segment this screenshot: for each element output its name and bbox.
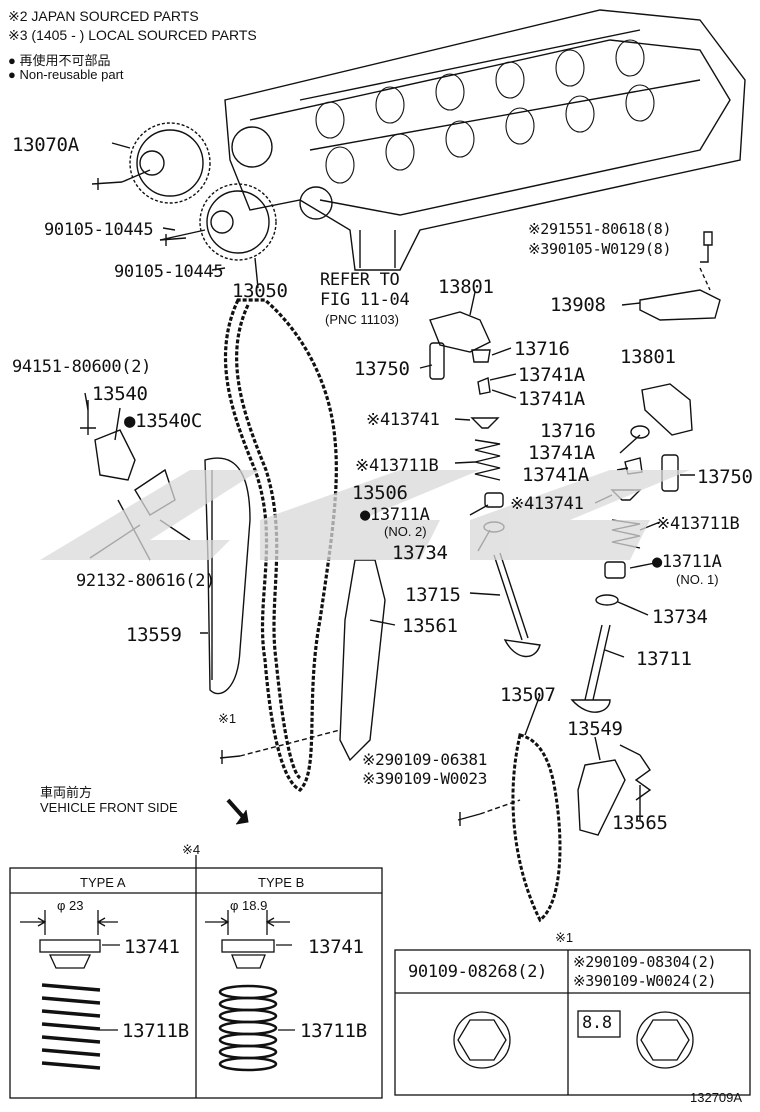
type-b-diameter: φ 18.9 <box>230 898 268 913</box>
type-b-dimension <box>205 910 290 935</box>
valve-13715 <box>493 552 541 658</box>
part-13050[interactable]: 13050 <box>232 280 288 302</box>
part-13540c[interactable]: ●13540C <box>124 410 202 432</box>
part-13711a-a[interactable]: ●13711A <box>360 505 430 525</box>
part-13741-a[interactable]: ※413741 <box>366 410 440 430</box>
star4-table: ※4 <box>182 842 201 857</box>
part-94151-80600[interactable]: 94151-80600(2) <box>12 357 152 377</box>
part-13507[interactable]: 13507 <box>500 684 556 706</box>
bolt-head-marked-icon <box>636 1011 694 1069</box>
part-13715[interactable]: 13715 <box>405 584 461 606</box>
part-13734-a[interactable]: 13734 <box>392 542 448 564</box>
refer-line-2[interactable]: FIG 11-04 <box>320 290 410 310</box>
part-13711b-b[interactable]: ※413711B <box>656 514 740 534</box>
part-13750-a[interactable]: 13750 <box>354 358 410 380</box>
bolt-90109-08268[interactable]: 90109-08268(2) <box>408 962 548 982</box>
timing-chain-13507 <box>511 733 562 923</box>
cam-timing-gear-13050 <box>199 183 277 261</box>
bracket-13908 <box>639 289 721 321</box>
washer-13734b <box>595 594 619 606</box>
chain-slipper-13561 <box>339 559 386 762</box>
watermark-logo <box>40 470 690 560</box>
type-a-part-13741[interactable]: 13741 <box>124 936 180 958</box>
seal-13711Ab <box>604 561 626 579</box>
bolt-head-plain-icon <box>453 1011 511 1069</box>
part-13716-b[interactable]: 13716 <box>540 420 596 442</box>
type-a-header: TYPE A <box>80 875 126 890</box>
part-13801-a[interactable]: 13801 <box>438 276 494 298</box>
valve-13711 <box>570 624 611 713</box>
part-13741a-b[interactable]: 13741A <box>518 388 585 410</box>
bolt-grade-label: 8.8 <box>582 1013 612 1033</box>
refer-line-3: (PNC 11103) <box>325 312 399 327</box>
vehicle-front-en: VEHICLE FRONT SIDE <box>40 800 178 815</box>
valve-stem-cap-13716b <box>630 425 650 439</box>
part-13801-b[interactable]: 13801 <box>620 346 676 368</box>
valve-stem-cap-13716a <box>471 349 491 363</box>
part-90105-w0129[interactable]: ※390105-W0129(8) <box>528 240 672 258</box>
type-b-part-13741[interactable]: 13741 <box>308 936 364 958</box>
label-no2: (NO. 2) <box>384 524 427 539</box>
part-13540[interactable]: 13540 <box>92 383 148 405</box>
note-japan-sourced: ※2 JAPAN SOURCED PARTS <box>8 8 199 24</box>
part-90105-10445-a[interactable]: 90105-10445 <box>44 220 154 240</box>
star1-table: ※1 <box>555 930 574 945</box>
cylinder-head-drawing <box>224 9 746 271</box>
type-a-part-13711b[interactable]: 13711B <box>122 1020 189 1042</box>
part-13750-b[interactable]: 13750 <box>697 466 753 488</box>
part-13741-b[interactable]: ※413741 <box>510 494 584 514</box>
part-13565[interactable]: 13565 <box>612 812 668 834</box>
bolt-90109-08304[interactable]: ※290109-08304(2) <box>573 953 717 971</box>
type-b-spring <box>218 984 278 1072</box>
part-13741a-a[interactable]: 13741A <box>518 364 585 386</box>
front-arrow-icon <box>226 798 246 820</box>
star1-upper: ※1 <box>218 711 237 726</box>
seal-13711Aa <box>484 492 504 508</box>
type-b-part-13711b[interactable]: 13711B <box>300 1020 367 1042</box>
tension-spring-13565 <box>634 754 652 801</box>
type-a-dimension <box>20 910 118 935</box>
part-13741a-c[interactable]: 13741A <box>528 442 595 464</box>
part-91551-80618[interactable]: ※291551-80618(8) <box>528 220 672 238</box>
part-13070a[interactable]: 13070A <box>12 134 79 156</box>
cam-timing-gear-13070a <box>129 122 211 204</box>
retainer-13741a <box>470 417 500 429</box>
part-90109-w0023[interactable]: ※390109-W0023 <box>362 769 488 788</box>
type-a-retainer <box>39 939 101 953</box>
spring-13711Ba <box>474 439 501 481</box>
part-13908[interactable]: 13908 <box>550 294 606 316</box>
type-b-retainer <box>221 939 275 953</box>
vehicle-front-jp: 車両前方 <box>40 785 93 800</box>
rocker-arm-13801a <box>429 311 491 353</box>
part-13734-b[interactable]: 13734 <box>652 606 708 628</box>
part-90109-06381[interactable]: ※290109-06381 <box>362 750 488 769</box>
type-a-diameter: φ 23 <box>57 898 84 913</box>
part-13741a-d[interactable]: 13741A <box>522 464 589 486</box>
part-92132-80616[interactable]: 92132-80616(2) <box>76 571 216 591</box>
chain-tensioner-arm-13549 <box>577 759 626 836</box>
part-13716-a[interactable]: 13716 <box>514 338 570 360</box>
illustration-code: 132709A <box>690 1090 743 1105</box>
part-13711b-a[interactable]: ※413711B <box>355 456 439 476</box>
part-13549[interactable]: 13549 <box>567 718 623 740</box>
part-13506[interactable]: 13506 <box>352 482 408 504</box>
part-13711[interactable]: 13711 <box>636 648 692 670</box>
bolt-90109-w0024[interactable]: ※390109-W0024(2) <box>573 972 717 990</box>
note-non-reusable-en: ● Non-reusable part <box>8 67 124 82</box>
note-local-sourced: ※3 (1405 - ) LOCAL SOURCED PARTS <box>8 27 257 43</box>
rocker-arm-13801b <box>641 383 693 436</box>
note-non-reusable-jp: ● 再使用不可部品 <box>8 53 111 68</box>
part-13711a-b[interactable]: ●13711A <box>652 552 722 572</box>
part-90105-10445-b[interactable]: 90105-10445 <box>114 262 224 282</box>
label-no1: (NO. 1) <box>676 572 719 587</box>
type-a-spring <box>41 983 101 1070</box>
part-13561[interactable]: 13561 <box>402 615 458 637</box>
lash-adjuster-13750a <box>429 342 445 380</box>
refer-line-1: REFER TO <box>320 270 400 290</box>
part-13559[interactable]: 13559 <box>126 624 182 646</box>
chain-guide-13559 <box>204 457 251 695</box>
type-b-header: TYPE B <box>258 875 305 890</box>
